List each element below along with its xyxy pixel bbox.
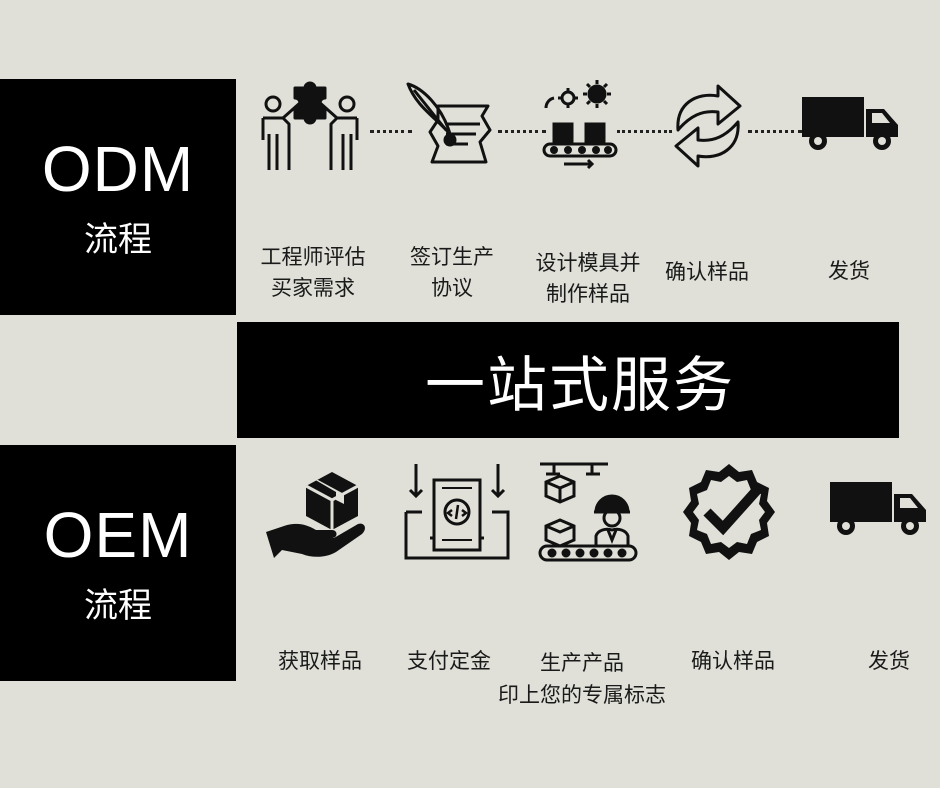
factory-worker-icon	[536, 460, 640, 568]
oem-step-label-1: 获取样品	[278, 649, 362, 673]
odm-connector-1	[370, 130, 412, 133]
payment-deposit-icon	[402, 460, 514, 568]
one-stop-service-banner: 一站式服务	[237, 322, 899, 438]
verified-badge-icon	[677, 460, 781, 568]
odm-block: ODM 流程	[0, 79, 236, 315]
delivery-truck-icon	[828, 480, 930, 542]
conveyor-design-icon	[540, 78, 620, 177]
oem-block: OEM 流程	[0, 445, 236, 681]
oem-step-label-4: 确认样品	[691, 649, 775, 673]
odm-step-label-4: 确认样品	[665, 260, 749, 284]
oem-step-label-3: 生产产品	[540, 651, 624, 675]
odm-step-label-2: 签订生产 协议	[410, 245, 494, 300]
oem-step-label-2: 支付定金	[407, 649, 491, 673]
odm-subtitle: 流程	[84, 220, 152, 260]
contract-quill-icon	[402, 78, 500, 177]
odm-title: ODM	[41, 133, 195, 205]
odm-connector-3	[617, 130, 672, 133]
refresh-arrows-icon	[668, 78, 748, 177]
odm-connector-2	[498, 130, 546, 133]
delivery-truck-icon	[800, 95, 902, 157]
odm-step-label-5: 发货	[828, 259, 870, 283]
hand-box-icon	[262, 460, 368, 568]
oem-note: 印上您的专属标志	[498, 683, 666, 707]
odm-connector-4	[748, 130, 802, 133]
banner-text: 一站式服务	[425, 350, 735, 421]
teamwork-puzzle-icon	[255, 78, 365, 177]
oem-subtitle: 流程	[84, 586, 152, 626]
odm-step-label-3: 设计模具并 制作样品	[535, 251, 641, 306]
oem-title: OEM	[43, 499, 193, 571]
oem-step-label-5: 发货	[868, 649, 910, 673]
odm-step-label-1: 工程师评估 买家需求	[260, 245, 366, 300]
